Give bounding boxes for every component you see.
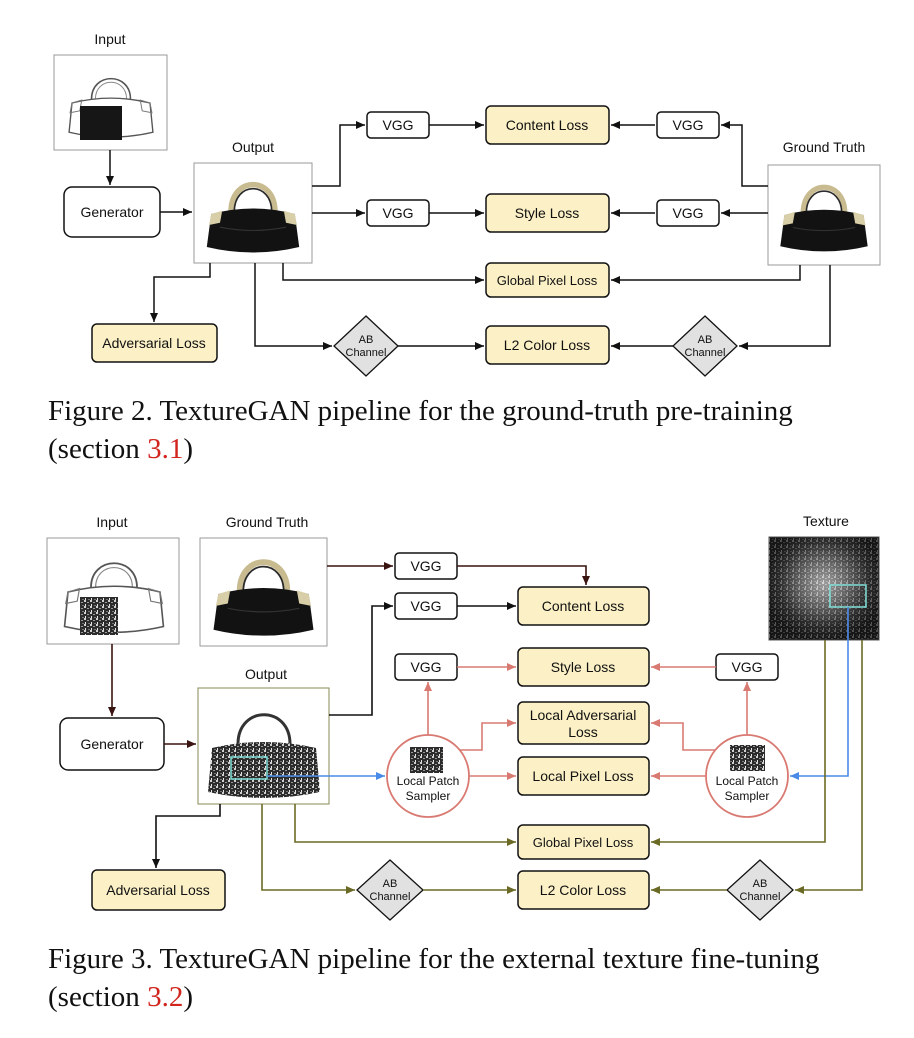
fig3-adversarial-loss-box: Adversarial Loss [91,869,226,911]
figure-3: Input Ground Truth Texture Output Genera… [46,513,880,921]
fig3-style-loss-label: Style Loss [551,659,616,675]
fig2-ab-label-2: AB [698,334,713,346]
fig3-l2-color-loss-label: L2 Color Loss [540,882,626,898]
fig3-ground-truth-label: Ground Truth [226,514,309,530]
fig2-style-loss-box: Style Loss [485,193,610,233]
fig2-adversarial-loss-label: Adversarial Loss [102,335,206,351]
fig3-texture-label: Texture [803,513,849,529]
fig3-channel-label-2: Channel [740,891,781,903]
fig2-ground-truth-label: Ground Truth [783,139,866,155]
fig2-content-loss-box: Content Loss [485,105,610,145]
fig3-ab-channel-diamond-1: AB Channel [356,859,424,921]
fig2-vgg-box-4: VGG [656,199,720,227]
fig2-style-loss-label: Style Loss [515,205,580,221]
fig2-generator-box: Generator [63,186,161,238]
figure-3-caption: Figure 3. TextureGAN pipeline for the ex… [48,940,890,1016]
fig3-arrows [108,562,863,894]
fig2-channel-label-1: Channel [346,347,387,359]
fig2-l2-color-loss-label: L2 Color Loss [504,337,590,353]
fig2-vgg-box-2: VGG [656,111,720,139]
fig3-output-image [197,687,330,805]
fig3-local-pixel-loss-box: Local Pixel Loss [517,756,650,796]
fig3-vgg-box-2: VGG [394,592,458,620]
fig2-vgg-label-4: VGG [672,205,703,221]
figure-3-section-link[interactable]: 3.2 [147,981,184,1013]
fig3-content-loss-label: Content Loss [542,598,625,614]
fig3-channel-label-1: Channel [370,891,411,903]
fig2-vgg-box-3: VGG [366,199,430,227]
fig2-vgg-box-1: VGG [366,111,430,139]
fig3-l2-color-loss-box: L2 Color Loss [517,870,650,910]
fig3-vgg-box-4: VGG [715,653,779,681]
figure-2-section-link[interactable]: 3.1 [147,433,184,465]
fig3-local-adversarial-loss-box: Local Adversarial Loss [517,701,650,745]
fig3-ab-label-1: AB [383,878,398,890]
figure-2: Input Generator Output Ground Truth VGG [53,31,881,377]
fig3-local-adversarial-loss-label-1: Local Adversarial [530,707,637,723]
fig2-global-pixel-loss-label: Global Pixel Loss [497,273,598,288]
fig3-adversarial-loss-label: Adversarial Loss [106,882,210,898]
fig3-vgg-box-3: VGG [394,653,458,681]
fig3-vgg-label-3: VGG [410,659,441,675]
fig2-input-image [53,54,168,151]
fig2-output-image [193,162,313,264]
fig3-local-pixel-loss-label: Local Pixel Loss [532,768,633,784]
fig3-generator-label: Generator [80,736,143,752]
fig2-output-label: Output [232,139,274,155]
fig3-vgg-label-4: VGG [731,659,762,675]
fig3-input-image [46,537,180,645]
fig3-local-patch-sampler-2: Local Patch Sampler [705,734,789,818]
figure-2-caption-text: Figure 2. TextureGAN pipeline for the gr… [48,395,793,465]
fig3-texture-image [768,536,880,641]
fig2-channel-label-2: Channel [685,347,726,359]
fig2-vgg-label-3: VGG [382,205,413,221]
fig3-content-loss-box: Content Loss [517,586,650,626]
fig3-style-loss-box: Style Loss [517,647,650,687]
fig3-local-adversarial-loss-label-2: Loss [568,724,598,740]
fig2-ab-label-1: AB [359,334,374,346]
fig3-input-label: Input [96,514,127,530]
fig3-output-label: Output [245,666,287,682]
fig2-ab-channel-diamond-1: AB Channel [333,315,399,377]
figure-3-caption-end: ) [183,981,193,1013]
fig2-l2-color-loss-box: L2 Color Loss [485,325,610,365]
fig3-sampler-label-1b: Sampler [406,789,451,803]
fig2-input-label: Input [94,31,125,47]
fig3-sampler-label-1a: Local Patch [397,774,460,788]
fig2-ground-truth-image [767,164,881,266]
fig2-content-loss-label: Content Loss [506,117,589,133]
fig3-vgg-label-1: VGG [410,558,441,574]
fig3-vgg-label-2: VGG [410,598,441,614]
fig2-arrows [106,121,831,350]
fig2-global-pixel-loss-box: Global Pixel Loss [485,262,610,298]
fig2-vgg-label-2: VGG [672,117,703,133]
fig3-sampler-label-2b: Sampler [725,789,770,803]
fig3-sampler-label-2a: Local Patch [716,774,779,788]
fig2-ab-channel-diamond-2: AB Channel [672,315,738,377]
fig3-vgg-box-1: VGG [394,552,458,580]
figure-3-caption-text: Figure 3. TextureGAN pipeline for the ex… [48,943,820,1013]
fig3-ab-channel-diamond-2: AB Channel [726,859,794,921]
fig3-ground-truth-image [199,537,328,647]
figure-2-caption-end: ) [183,433,193,465]
fig2-adversarial-loss-box: Adversarial Loss [91,323,218,363]
fig3-local-patch-sampler-1: Local Patch Sampler [386,734,470,818]
fig3-generator-box: Generator [59,717,165,771]
fig2-vgg-label-1: VGG [382,117,413,133]
fig3-global-pixel-loss-label: Global Pixel Loss [533,835,634,850]
fig2-generator-label: Generator [80,204,143,220]
fig3-global-pixel-loss-box: Global Pixel Loss [517,824,650,860]
figure-2-caption: Figure 2. TextureGAN pipeline for the gr… [48,392,890,468]
fig3-ab-label-2: AB [753,878,768,890]
